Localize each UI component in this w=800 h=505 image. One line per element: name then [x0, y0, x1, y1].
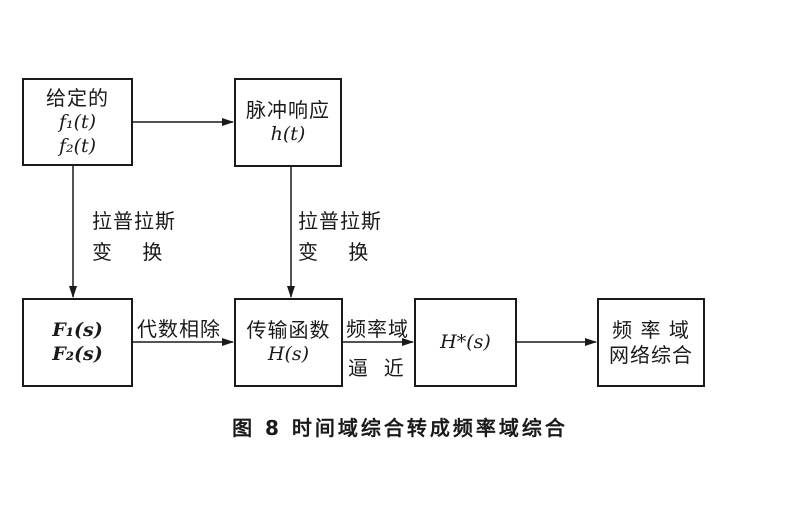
label-laplace-right-1: 拉普拉斯	[298, 209, 382, 233]
given-f1: f₁(t)	[58, 110, 97, 133]
synthesis-line2: 网络综合	[609, 342, 693, 367]
label-laplace-right-2: 变 换	[298, 240, 370, 264]
impulse-title: 脉冲响应	[246, 98, 330, 123]
fs-f2: F₂(s)	[52, 342, 103, 365]
box-laplace-inputs: F₁(s) F₂(s)	[22, 298, 133, 387]
box-given-functions: 给定的 f₁(t) f₂(t)	[22, 78, 133, 166]
box-approximated-function: H*(s)	[414, 298, 517, 387]
box-network-synthesis: 频 率 域 网络综合	[597, 298, 705, 387]
figure-caption: 图 8 时间域综合转成频率域综合	[232, 416, 568, 440]
transfer-h-s: H(s)	[267, 343, 310, 366]
box-transfer-function: 传输函数 H(s)	[234, 298, 343, 387]
label-laplace-left-1: 拉普拉斯	[92, 209, 176, 233]
given-f2: f₂(t)	[58, 134, 97, 157]
synthesis-line1: 频 率 域	[612, 317, 690, 342]
box-impulse-response: 脉冲响应 h(t)	[234, 78, 342, 167]
given-title: 给定的	[46, 85, 109, 110]
label-algebraic-division: 代数相除	[137, 317, 221, 341]
label-approximation: 逼 近	[348, 356, 405, 380]
transfer-title: 传输函数	[246, 318, 331, 343]
impulse-h-t: h(t)	[270, 123, 306, 146]
label-laplace-left-2: 变 换	[92, 240, 164, 264]
fs-f1: F₁(s)	[52, 318, 103, 341]
hstar-s: H*(s)	[440, 330, 491, 353]
label-frequency-domain: 频率域	[346, 317, 409, 341]
